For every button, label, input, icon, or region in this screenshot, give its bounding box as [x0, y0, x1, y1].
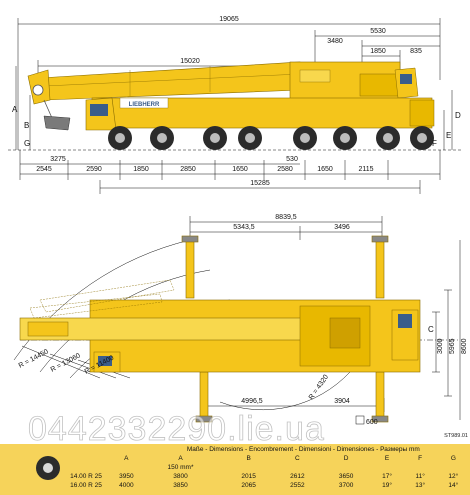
dim-1850b: 1850: [133, 166, 149, 173]
wheel-hub: [417, 133, 427, 143]
dim-5530: 5530: [370, 28, 386, 35]
wheel-hub: [340, 133, 350, 143]
cell-b: 2065: [241, 482, 256, 489]
cell-d: 3650: [338, 473, 354, 480]
dim-2590: 2590: [86, 166, 102, 173]
table-row: 14.00 R 25 3950 3800 2015 2612 3650 17° …: [56, 472, 470, 481]
letter-d: D: [455, 111, 461, 120]
col-f: F: [418, 455, 423, 462]
cell-c: 2552: [290, 482, 305, 489]
side-dimension-lines: [8, 18, 462, 194]
cell-a2: 3850: [173, 482, 188, 489]
letter-c: C: [428, 325, 434, 334]
table-title: Maße - Dimensions - Encombrement - Dimen…: [186, 446, 420, 453]
dim-3496: 3496: [334, 224, 350, 231]
wheel-hub: [210, 133, 220, 143]
wheel-hub: [245, 133, 255, 143]
col-a: A: [124, 455, 129, 462]
table-row: 16.00 R 25 4000 3850 2065 2552 3700 19° …: [56, 481, 470, 490]
drawing-code: ST989.01: [444, 433, 468, 439]
col-b: B: [246, 455, 251, 462]
tire-icon: [36, 456, 60, 480]
dim-2545: 2545: [36, 166, 52, 173]
dim-1650: 1650: [232, 166, 248, 173]
dim-600: 600: [366, 419, 378, 426]
cell-g: 14°: [448, 482, 459, 489]
watermark-text: 0442332290.lie.ua: [28, 410, 325, 448]
side-wheels: [108, 126, 434, 150]
dim-1650b: 1650: [317, 166, 333, 173]
brand-label: LIEBHERR: [129, 102, 160, 108]
cell-f: 13°: [415, 482, 426, 489]
dimension-table: Maße - Dimensions - Encombrement - Dimen…: [0, 444, 470, 495]
col-e: E: [384, 455, 390, 462]
dim-3904: 3904: [334, 398, 350, 405]
dim-8839: 8839,5: [275, 214, 297, 221]
cell-b: 2015: [241, 473, 256, 480]
outriggers: [181, 235, 389, 423]
dim-835: 835: [410, 48, 422, 55]
cell-e: 17°: [382, 473, 392, 480]
radius-14450: R = 14450: [18, 348, 50, 369]
dim-4996: 4996,5: [241, 398, 263, 405]
col-c: C: [295, 455, 300, 462]
cell-a: 3950: [119, 473, 134, 480]
subheader: 150 mm*: [167, 464, 194, 471]
dim-530: 530: [286, 156, 298, 163]
tire-size: 14.00 R 25: [70, 473, 102, 480]
dim-total-length: 19065: [219, 16, 239, 23]
dim-3275: 3275: [50, 156, 66, 163]
letter-g: G: [24, 139, 30, 148]
col-a2: A: [178, 455, 183, 462]
cell-g: 12°: [448, 473, 459, 480]
letter-b: B: [24, 121, 29, 130]
dim-2115: 2115: [358, 166, 373, 173]
wheel-hub: [115, 133, 125, 143]
cell-c: 2612: [290, 473, 305, 480]
cell-e: 19°: [382, 482, 392, 489]
dim-3000: 3000: [437, 338, 444, 354]
top-view: 8839,5 5343,5 3496 C 3000 5965 8600 R = …: [13, 214, 468, 426]
letter-f: F: [432, 139, 437, 148]
dim-5343: 5343,5: [233, 224, 255, 231]
dim-2850: 2850: [180, 166, 196, 173]
col-d: D: [343, 455, 349, 462]
dim-2580: 2580: [277, 166, 293, 173]
side-view: LIEBHERR 19065 5530 3480 1850 835 15020 …: [8, 16, 462, 194]
cell-d: 3700: [338, 482, 354, 489]
carrier: LIEBHERR: [85, 97, 435, 131]
wheel-hub: [383, 133, 393, 143]
dim-3480: 3480: [327, 38, 343, 45]
wheel-hub: [300, 133, 310, 143]
dim-1850: 1850: [370, 48, 386, 55]
cell-a: 4000: [119, 482, 134, 489]
dim-15020: 15020: [180, 58, 200, 65]
radius-4320: R = 4320: [308, 374, 330, 402]
boom: [27, 61, 301, 131]
superstructure: [289, 61, 419, 103]
cell-f: 11°: [415, 473, 425, 480]
letter-e: E: [446, 131, 451, 140]
cell-a2: 3800: [173, 473, 188, 480]
dim-5965: 5965: [449, 338, 456, 354]
dim-15285: 15285: [250, 180, 270, 187]
wheel-hub: [157, 133, 167, 143]
dim-8600: 8600: [461, 338, 468, 354]
crane-top: [19, 279, 421, 373]
tire-size: 16.00 R 25: [70, 482, 102, 489]
col-g: G: [450, 455, 456, 462]
letter-a: A: [12, 105, 18, 114]
